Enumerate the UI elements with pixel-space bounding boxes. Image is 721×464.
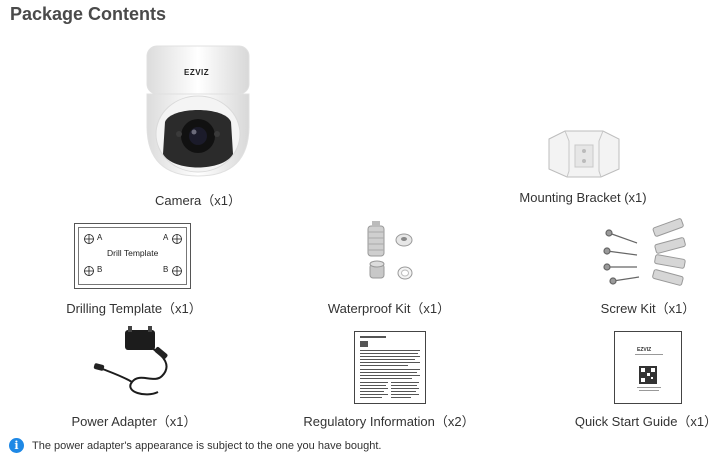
appearance-note-text: The power adapter's appearance is subjec… — [32, 439, 382, 452]
regulatory-information-label: Regulatory Information（x2） — [303, 414, 475, 429]
drilling-template-image: A A B B Drill Template — [74, 223, 191, 289]
corner-label-a-left: A — [97, 233, 103, 242]
mounting-bracket-image — [548, 130, 620, 178]
waterproof-kit-image — [367, 221, 413, 280]
quick-start-guide-image: EZVIZ — [614, 331, 682, 404]
regulatory-information-image — [354, 331, 426, 404]
screw-kit-label: Screw Kit（x1） — [600, 301, 696, 316]
template-text: Drill Template — [107, 248, 159, 258]
camera-brand-logo: EZVIZ — [184, 68, 210, 77]
corner-label-a-right: A — [163, 233, 169, 242]
corner-label-b-right: B — [163, 265, 169, 274]
camera-label: Camera（x1） — [155, 193, 241, 208]
camera-image — [146, 45, 250, 177]
screw-kit-image — [603, 218, 686, 286]
info-icon: i — [9, 438, 24, 453]
mounting-bracket-label: Mounting Bracket (x1) — [519, 190, 647, 205]
power-adapter-image — [93, 326, 168, 396]
appearance-note: i The power adapter's appearance is subj… — [9, 438, 381, 453]
drilling-template-label: Drilling Template（x1） — [66, 301, 202, 316]
guide-brand-logo: EZVIZ — [637, 347, 652, 353]
quick-start-guide-label: Quick Start Guide（x1） — [574, 414, 718, 429]
corner-label-b-left: B — [97, 265, 103, 274]
page-title: Package Contents — [10, 4, 167, 24]
waterproof-kit-label: Waterproof Kit（x1） — [327, 301, 451, 316]
power-adapter-label: Power Adapter（x1） — [71, 414, 197, 429]
